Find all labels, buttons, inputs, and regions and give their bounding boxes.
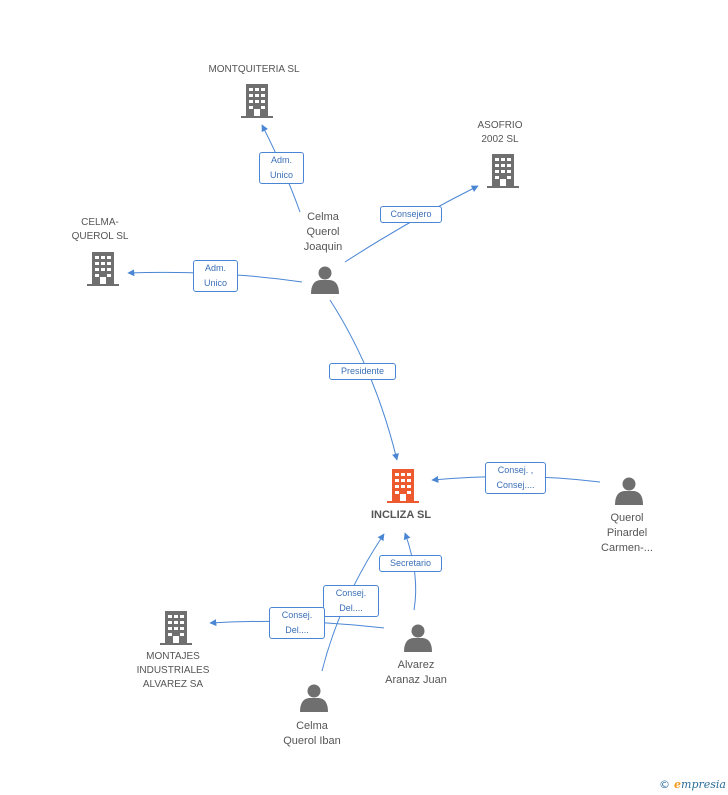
- node-label-celma-joaquin[interactable]: Celma Querol Joaquin: [303, 211, 343, 253]
- edge-label-secretario: Secretario: [379, 555, 442, 572]
- copyright-icon: ©: [659, 778, 671, 791]
- edge-label-presidente: Presidente: [329, 363, 396, 380]
- node-label-celma-iban[interactable]: Celma Querol Iban: [283, 720, 341, 747]
- node-label-montquiteria[interactable]: MONTQUITERIA SL: [208, 64, 300, 75]
- building-icon-montquiteria[interactable]: [241, 84, 273, 118]
- brand-footer: ©empresia: [659, 778, 726, 791]
- person-icon-celma-joaquin[interactable]: [311, 266, 339, 295]
- person-icon-celma-iban[interactable]: [300, 684, 328, 713]
- node-label-alvarez-juan[interactable]: Alvarez Aranaz Juan: [385, 659, 447, 686]
- building-icon-incliza[interactable]: [387, 469, 419, 503]
- edge-label-adm-unico-montquiteria: Adm. Unico: [259, 152, 304, 184]
- building-icon-celma-querol-sl[interactable]: [87, 252, 119, 286]
- node-label-celma-querol-sl[interactable]: CELMA- QUEROL SL: [71, 217, 129, 242]
- brand-name: mpresia: [681, 778, 726, 791]
- edge-celma-joaquin-incliza: [329, 299, 399, 461]
- node-label-querol-pinardel[interactable]: Querol Pinardel Carmen-...: [601, 512, 653, 554]
- edge-label-consej-del-montajes: Consej. Del....: [269, 607, 325, 639]
- building-icon-asofrio[interactable]: [487, 154, 519, 188]
- edge-label-consej-del-celma-iban: Consej. Del....: [323, 585, 379, 617]
- node-label-asofrio[interactable]: ASOFRIO 2002 SL: [477, 120, 523, 145]
- person-icon-alvarez-juan[interactable]: [404, 624, 432, 653]
- edge-label-adm-unico-celma-querol-sl: Adm. Unico: [193, 260, 238, 292]
- brand-initial: e: [674, 778, 682, 791]
- edge-alvarez-juan-incliza: [403, 532, 417, 611]
- edge-label-consej-querol-pinardel: Consej. , Consej....: [485, 462, 546, 494]
- node-label-montajes[interactable]: MONTAJES INDUSTRIALES ALVAREZ SA: [136, 651, 210, 690]
- person-icon-querol-pinardel[interactable]: [615, 477, 643, 506]
- node-label-incliza[interactable]: INCLIZA SL: [370, 509, 432, 521]
- building-icon-montajes[interactable]: [160, 611, 192, 645]
- edge-label-consejero: Consejero: [380, 206, 442, 223]
- edge-celma-joaquin-asofrio: [344, 185, 479, 263]
